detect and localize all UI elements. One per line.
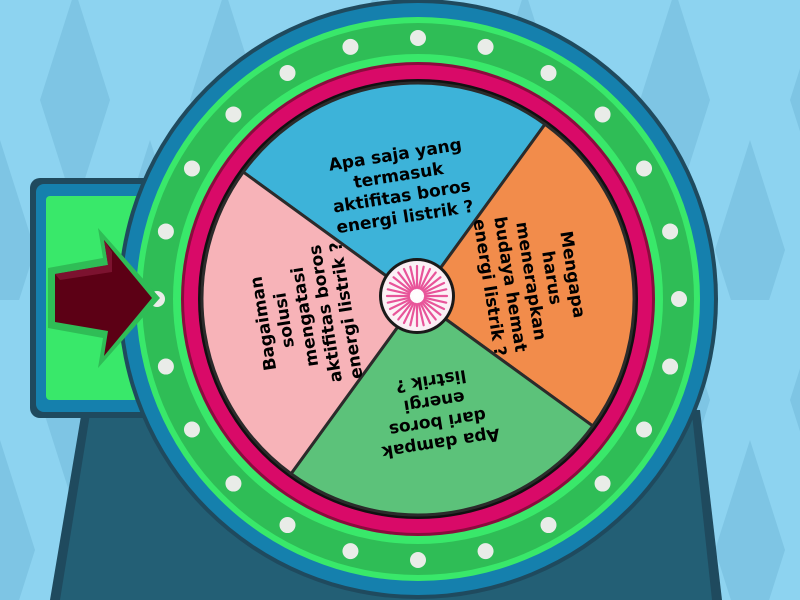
wheel-hub[interactable] bbox=[379, 258, 455, 334]
bulb-light-icon bbox=[540, 517, 557, 534]
wheel-lights bbox=[149, 30, 687, 568]
bulb-light-icon bbox=[594, 106, 611, 123]
bulb-light-icon bbox=[183, 160, 200, 177]
bulb-light-icon bbox=[410, 552, 426, 568]
bulb-light-icon bbox=[225, 106, 242, 123]
pointer-arrow-icon bbox=[48, 228, 160, 368]
hub-burst-icon bbox=[385, 264, 449, 328]
bulb-light-icon bbox=[342, 543, 359, 560]
bulb-light-icon bbox=[594, 475, 611, 492]
bulb-light-icon bbox=[225, 475, 242, 492]
bulb-light-icon bbox=[671, 291, 687, 307]
bulb-light-icon bbox=[279, 64, 296, 81]
bulb-light-icon bbox=[540, 64, 557, 81]
bulb-light-icon bbox=[636, 421, 653, 438]
bulb-light-icon bbox=[183, 421, 200, 438]
bulb-light-icon bbox=[636, 160, 653, 177]
bulb-light-icon bbox=[477, 543, 494, 560]
bulb-light-icon bbox=[410, 30, 426, 46]
bulb-light-icon bbox=[662, 223, 679, 240]
bulb-light-icon bbox=[342, 38, 359, 55]
bulb-light-icon bbox=[157, 223, 174, 240]
bulb-light-icon bbox=[279, 517, 296, 534]
bulb-light-icon bbox=[662, 358, 679, 375]
bulb-light-icon bbox=[477, 38, 494, 55]
bulb-light-icon bbox=[157, 358, 174, 375]
